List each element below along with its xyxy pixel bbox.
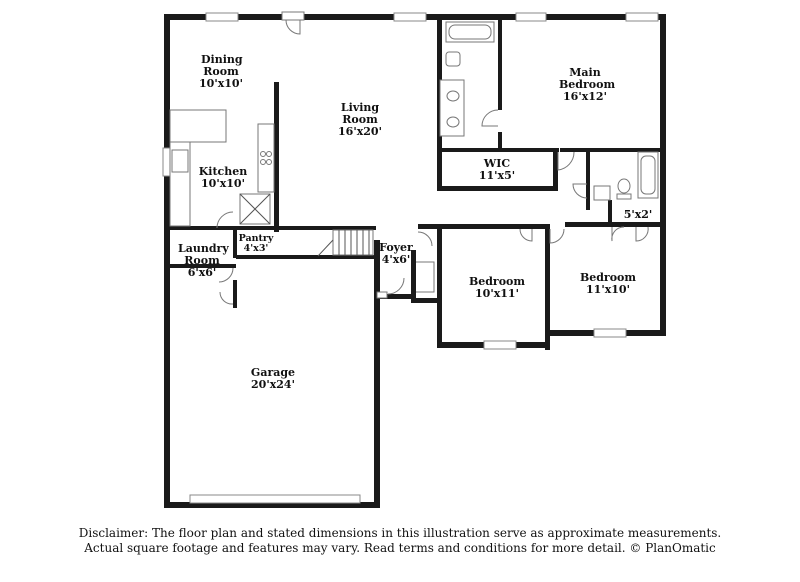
- room-dims: 16'x20': [338, 125, 382, 138]
- room-label-wic: WIC 11'x5': [472, 158, 522, 182]
- room-name: Laundry Room: [178, 242, 229, 267]
- room-name: Garage: [250, 366, 296, 379]
- room-name: Pantry: [238, 233, 274, 244]
- room-label-foyer: Foyer 4'x6': [376, 242, 416, 266]
- room-label-laundry: Laundry Room 6'x6': [172, 243, 232, 279]
- room-name: Foyer: [379, 241, 413, 254]
- room-label-bedroom-3: Bedroom 11'x10': [573, 272, 643, 296]
- room-label-main-bedroom: Main Bedroom 16'x12': [550, 67, 620, 103]
- room-label-garage: Garage 20'x24': [243, 367, 303, 391]
- room-label-bedroom-2: Bedroom 10'x11': [462, 276, 532, 300]
- room-dims: 11'x10': [586, 283, 630, 296]
- room-label-living: Living Room 16'x20': [330, 102, 390, 138]
- room-name: Bedroom: [579, 271, 637, 284]
- room-label-pantry: Pantry 4'x3': [236, 234, 276, 254]
- room-dims: 5'x2': [623, 208, 653, 221]
- room-label-closet: 5'x2': [618, 209, 658, 221]
- room-label-dining: Dining Room 10'x10': [190, 54, 252, 90]
- disclaimer-line-2: Actual square footage and features may v…: [84, 541, 716, 555]
- room-name: Living Room: [340, 101, 380, 126]
- floor-plan: [162, 11, 666, 508]
- room-dims: 11'x5': [478, 169, 516, 182]
- disclaimer-line-1: Disclaimer: The floor plan and stated di…: [78, 526, 722, 540]
- room-dims: 20'x24': [251, 378, 295, 391]
- room-dims: 10'x10': [201, 177, 245, 190]
- disclaimer: Disclaimer: The floor plan and stated di…: [0, 526, 800, 556]
- room-name: WIC: [483, 157, 511, 170]
- room-name: Bedroom: [468, 275, 526, 288]
- room-label-kitchen: Kitchen 10'x10': [193, 166, 253, 190]
- room-dims: 10'x10': [199, 77, 243, 90]
- room-dims: 4'x3': [243, 243, 269, 254]
- doors: [216, 11, 649, 305]
- room-dims: 16'x12': [563, 90, 607, 103]
- room-name: Main Bedroom: [559, 66, 616, 91]
- fixtures: [169, 21, 659, 299]
- room-dims: 10'x11': [475, 287, 519, 300]
- room-dims: 6'x6': [187, 266, 217, 279]
- room-name: Kitchen: [198, 165, 248, 178]
- room-name: Dining Room: [201, 53, 243, 78]
- windows: [162, 12, 659, 504]
- room-dims: 4'x6': [381, 253, 411, 266]
